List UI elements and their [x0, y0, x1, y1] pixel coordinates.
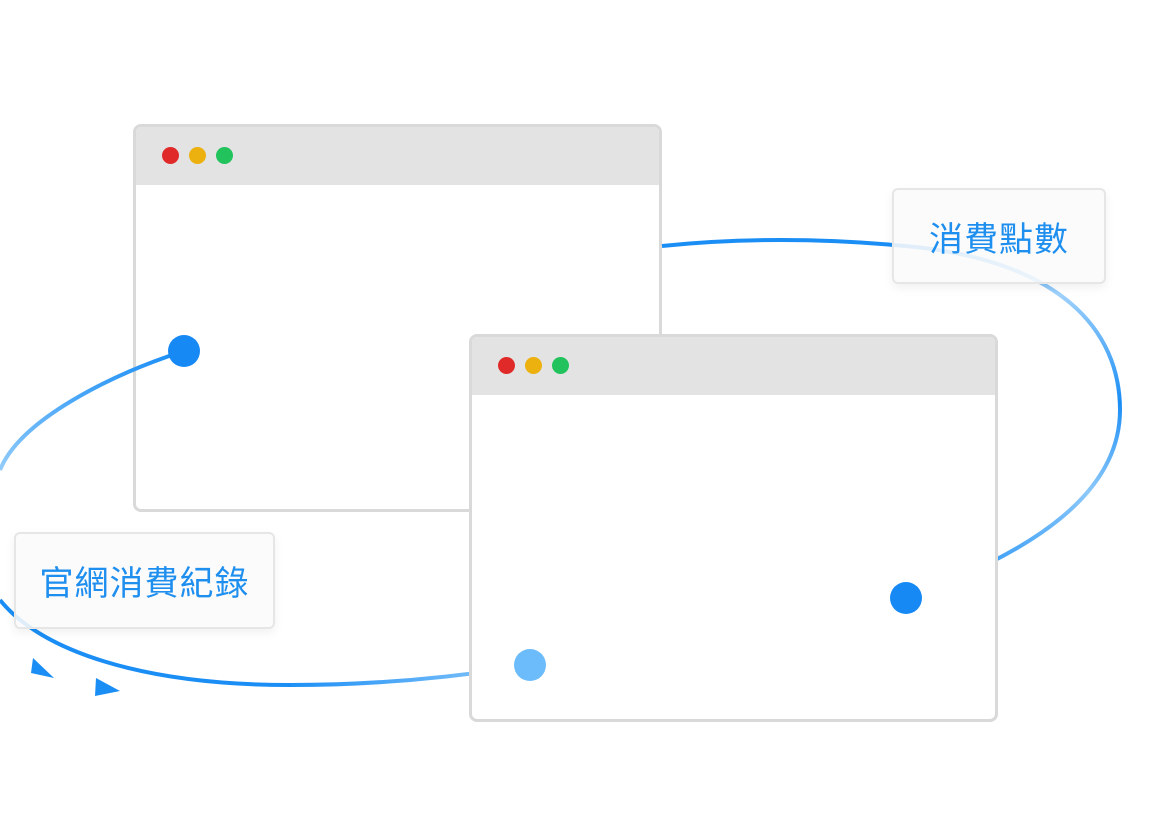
minimize-dot-icon [189, 147, 206, 164]
browser-window-front [469, 334, 998, 722]
label-points: 消費點數 [892, 188, 1106, 284]
arrowhead-icon [31, 658, 54, 678]
minimize-dot-icon [525, 357, 542, 374]
close-dot-icon [498, 357, 515, 374]
browser-window-back [133, 124, 662, 512]
window-titlebar [472, 337, 995, 395]
label-purchase-records: 官網消費紀錄 [14, 532, 275, 629]
flow-node-start [168, 335, 200, 367]
flow-path-left [0, 349, 185, 471]
maximize-dot-icon [216, 147, 233, 164]
maximize-dot-icon [552, 357, 569, 374]
arrowhead-icon [95, 678, 120, 696]
window-titlebar [136, 127, 659, 185]
flow-path-top [661, 238, 906, 248]
close-dot-icon [162, 147, 179, 164]
